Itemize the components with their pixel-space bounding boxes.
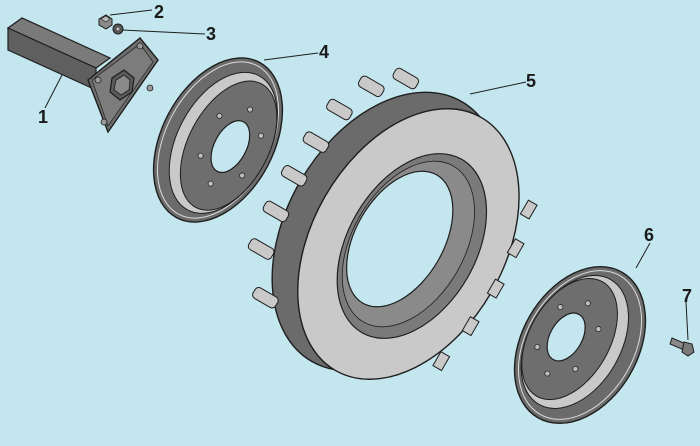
leader-line-4 [263, 52, 319, 61]
callout-3: 3 [206, 24, 217, 44]
callout-6: 6 [644, 225, 655, 245]
washer-part [112, 23, 124, 35]
leader-line-2 [109, 9, 153, 16]
tire-part [247, 67, 538, 380]
leader-lines [44, 9, 689, 341]
callout-1: 1 [38, 107, 49, 127]
leader-line-1 [44, 74, 63, 109]
nut-part [98, 14, 113, 30]
callout-2: 2 [154, 2, 165, 22]
callout-4: 4 [319, 42, 330, 62]
callout-5: 5 [526, 71, 537, 91]
rim-inner-part [152, 57, 284, 223]
bolt-part [669, 337, 695, 357]
leader-line-6 [635, 242, 651, 269]
callout-7: 7 [682, 286, 693, 306]
leader-line-7 [685, 301, 689, 341]
rim-outer-part [513, 265, 647, 425]
leader-line-3 [121, 29, 206, 35]
axle-shaft-part [6, 17, 159, 134]
leader-line-5 [469, 81, 527, 95]
